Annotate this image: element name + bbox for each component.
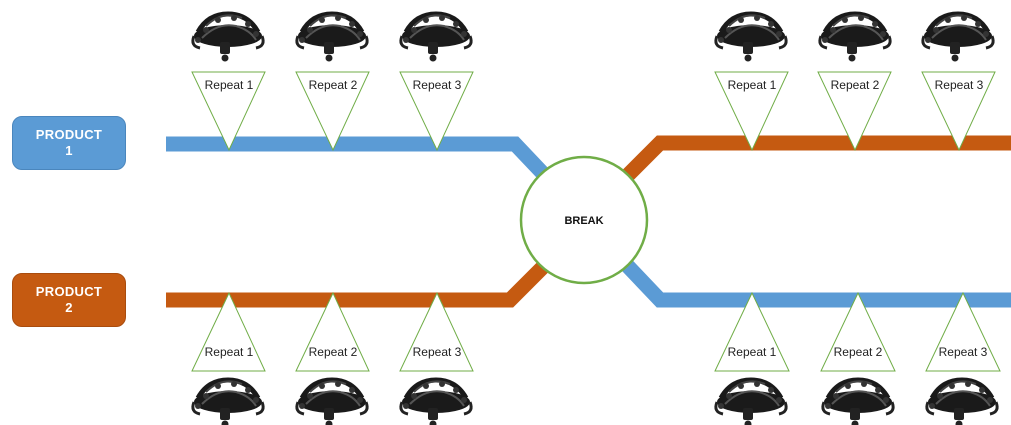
product-2-label-line1: PRODUCT: [35, 284, 103, 299]
repeat-label: Repeat 2: [309, 78, 358, 92]
eeg-headset-icon: [297, 14, 367, 62]
repeat-label: Repeat 1: [728, 345, 777, 359]
product-2-box: PRODUCT 2: [12, 273, 126, 327]
repeat-label: Repeat 2: [831, 78, 880, 92]
repeat-triangle-top-right-2: Repeat 2: [817, 71, 892, 152]
repeat-label: Repeat 3: [413, 345, 462, 359]
repeat-triangle-bottom-left-3: Repeat 3: [399, 291, 474, 372]
eeg-headset-icon: [716, 14, 786, 62]
product-2-line-before-break: [166, 252, 558, 308]
repeat-triangle-bottom-left-2: Repeat 2: [295, 291, 370, 372]
repeat-label: Repeat 2: [309, 345, 358, 359]
eeg-headset-icon: [716, 380, 786, 425]
product-1-line-before-break: [166, 136, 558, 189]
eeg-headset-icon: [193, 14, 263, 62]
repeat-triangle-top-right-1: Repeat 1: [714, 71, 789, 152]
eeg-headset-icon: [297, 380, 367, 425]
eeg-headset-icon: [927, 380, 997, 425]
repeat-triangle-bottom-right-2: Repeat 2: [820, 291, 896, 372]
eeg-headset-icon: [820, 14, 890, 62]
blue-line-after-break: [614, 252, 1011, 308]
product-2-label-line2: 2: [65, 300, 73, 315]
repeat-label: Repeat 3: [935, 78, 984, 92]
repeat-triangle-top-left-3: Repeat 3: [399, 71, 474, 152]
product-1-box: PRODUCT 1: [12, 116, 126, 170]
eeg-headset-icon: [823, 380, 893, 425]
eeg-headset-icon: [923, 14, 993, 62]
repeat-triangle-top-left-1: Repeat 1: [191, 71, 266, 152]
repeat-triangle-bottom-right-1: Repeat 1: [714, 291, 790, 372]
repeat-triangle-top-left-2: Repeat 2: [295, 71, 370, 152]
repeat-label: Repeat 3: [939, 345, 988, 359]
repeat-triangle-top-right-3: Repeat 3: [921, 71, 996, 152]
repeat-label: Repeat 1: [205, 345, 254, 359]
product-1-label-line1: PRODUCT: [35, 127, 103, 142]
repeat-label: Repeat 2: [834, 345, 883, 359]
break-circle: [519, 155, 649, 285]
repeat-triangle-bottom-left-1: Repeat 1: [191, 291, 266, 372]
repeat-label: Repeat 1: [728, 78, 777, 92]
eeg-headset-icon: [401, 14, 471, 62]
repeat-label: Repeat 1: [205, 78, 254, 92]
break-label: BREAK: [564, 215, 603, 227]
repeat-triangle-bottom-right-3: Repeat 3: [925, 291, 1001, 372]
product-1-label-line2: 1: [65, 143, 73, 158]
orange-line-after-break: [614, 135, 1011, 189]
repeat-label: Repeat 3: [413, 78, 462, 92]
eeg-headset-icon: [193, 380, 263, 425]
eeg-headset-icon: [401, 380, 471, 425]
